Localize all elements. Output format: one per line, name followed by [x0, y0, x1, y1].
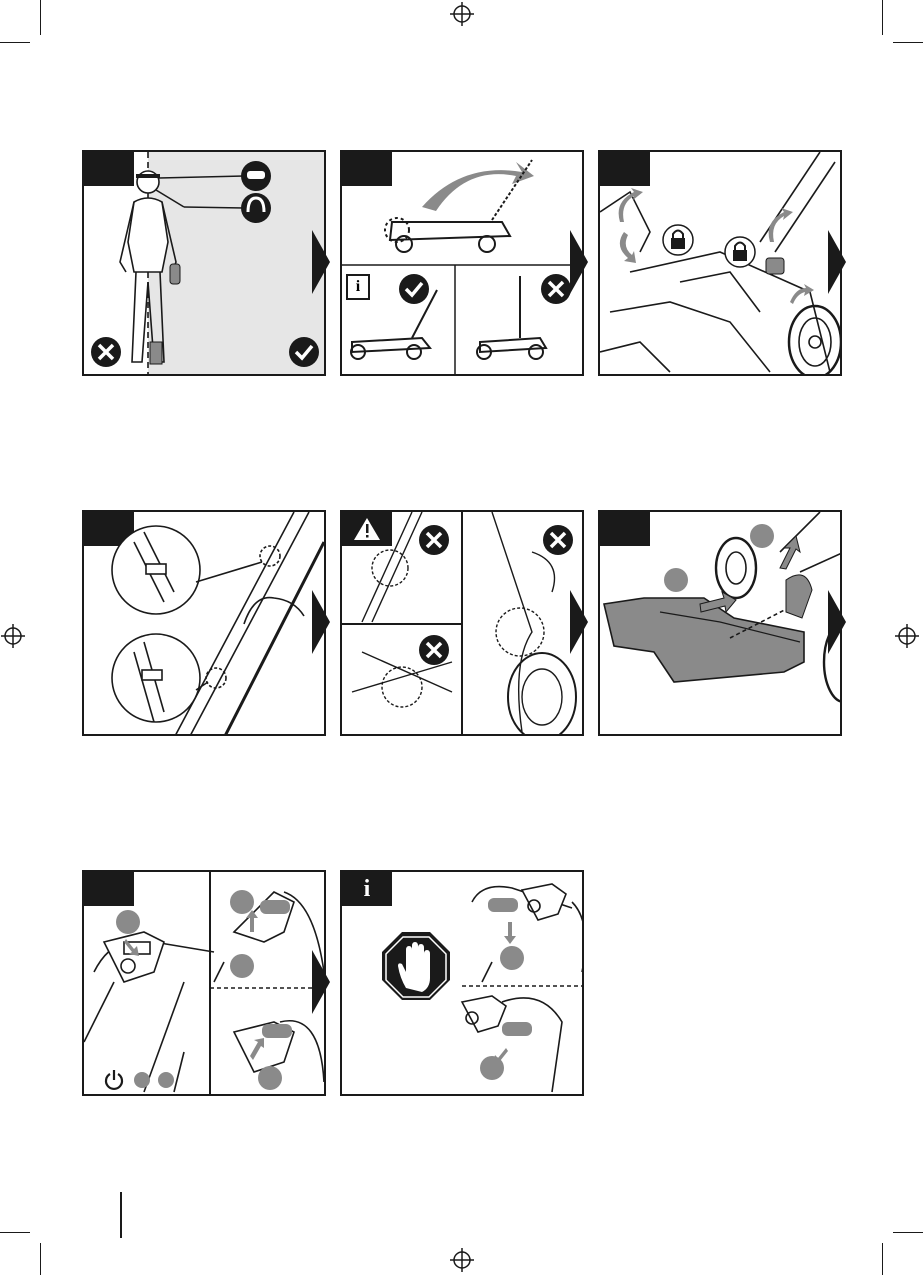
cable-clip-illustration [84, 512, 326, 736]
next-step-arrow [312, 950, 330, 1014]
crop-mark [882, 1243, 883, 1275]
panel-start-procedure [82, 870, 326, 1096]
panel-grass-box [598, 510, 842, 736]
step-number-badge [342, 872, 584, 1096]
panel-lock-levers [598, 150, 842, 376]
panel-cable-clips [82, 510, 326, 736]
crop-mark [893, 1232, 923, 1233]
cross-circle-icon [342, 152, 584, 376]
panel-ppe [82, 150, 326, 376]
next-step-arrow [570, 230, 588, 294]
crop-mark [40, 1243, 41, 1275]
crop-mark [0, 42, 30, 43]
lock-icon [600, 152, 842, 376]
crop-mark [40, 0, 41, 35]
cross-circle-icon [342, 512, 584, 736]
power-icon [84, 872, 326, 1096]
next-step-arrow [312, 230, 330, 294]
page-margin-line [120, 1192, 122, 1238]
panel-fold-handle: i [340, 150, 584, 376]
crop-mark [0, 1232, 30, 1233]
next-step-arrow [828, 590, 846, 654]
crop-mark [893, 42, 923, 43]
check-circle-icon [84, 152, 326, 376]
next-step-arrow [570, 590, 588, 654]
step-number-badge [600, 512, 842, 736]
next-step-arrow [312, 590, 330, 654]
next-step-arrow [828, 230, 846, 294]
panel-cable-warning [340, 510, 584, 736]
panel-stop: i [340, 870, 584, 1096]
crop-mark [882, 0, 883, 35]
